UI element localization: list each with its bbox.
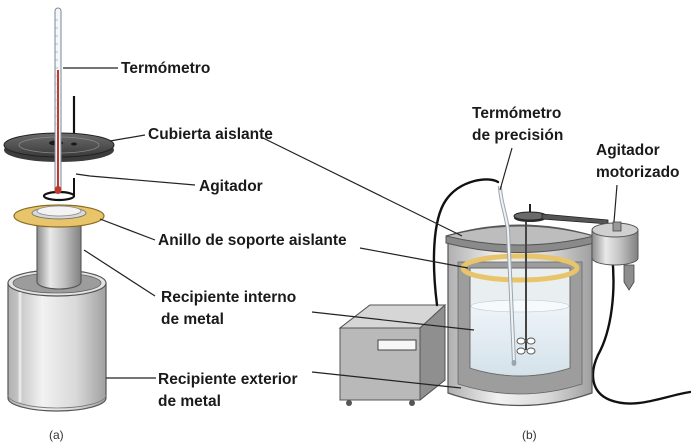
inner-vessel xyxy=(469,267,571,377)
leader-precision xyxy=(499,147,513,191)
label-recipiente-exterior-2: de metal xyxy=(158,393,221,410)
pulley-belt xyxy=(513,204,609,225)
leader-interno-b xyxy=(311,311,475,331)
leader-cubierta xyxy=(109,134,146,142)
insulating-lid-b xyxy=(445,224,595,253)
caption-a: (a) xyxy=(49,428,64,442)
outer-metal-container xyxy=(7,269,107,412)
control-box xyxy=(338,303,447,406)
leader-exterior-b xyxy=(311,371,462,389)
calorimeter-a xyxy=(3,7,115,412)
leader-agitador xyxy=(75,173,196,186)
precision-thermometer xyxy=(498,185,517,366)
motor-stirrer-shaft xyxy=(516,222,536,355)
label-recipiente-interno: Recipiente interno xyxy=(161,289,297,306)
insulating-support-ring xyxy=(13,204,105,228)
leader-anillo xyxy=(99,218,156,241)
calorimeter-b xyxy=(338,178,691,407)
caption-b: (b) xyxy=(522,428,537,442)
leaders-a xyxy=(63,67,196,379)
label-termometro: Termómetro xyxy=(121,60,211,77)
display-screen xyxy=(377,339,417,351)
label-agitador: Agitador xyxy=(199,178,263,195)
label-termometro-precision-2: de precisión xyxy=(472,127,564,144)
leader-anillo-b xyxy=(359,247,469,269)
thermometer xyxy=(54,7,62,194)
label-termometro-precision: Termómetro xyxy=(472,105,562,122)
label-recipiente-interno-2: de metal xyxy=(161,311,224,328)
stirrer-motor xyxy=(591,221,639,291)
leader-cubierta-b xyxy=(262,137,463,237)
label-anillo-soporte: Anillo de soporte aislante xyxy=(158,232,347,249)
leader-interno xyxy=(83,249,156,297)
leaders-b xyxy=(262,137,618,389)
leader-motor xyxy=(613,184,618,223)
label-recipiente-exterior: Recipiente exterior xyxy=(158,371,298,388)
label-cubierta-aislante: Cubierta aislante xyxy=(148,126,273,143)
label-agitador-motorizado: Agitador xyxy=(596,142,660,159)
support-ring-b xyxy=(460,253,580,283)
cables xyxy=(432,178,691,405)
label-agitador-motorizado-2: motorizado xyxy=(596,164,680,181)
